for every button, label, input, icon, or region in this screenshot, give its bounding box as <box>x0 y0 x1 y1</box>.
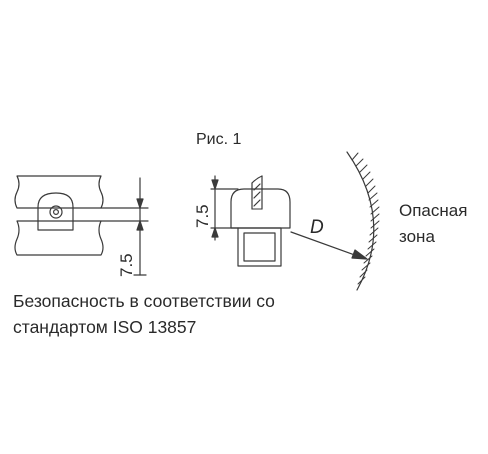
arc-hatching <box>351 152 380 285</box>
danger-zone-label-line2: зона <box>399 227 435 246</box>
roller-hub <box>52 209 59 216</box>
lower-belt-band <box>14 220 104 256</box>
danger-zone-boundary <box>346 151 380 291</box>
arrowhead-icon <box>351 249 368 260</box>
roller-profile <box>37 192 74 231</box>
upper-belt-band <box>14 175 104 209</box>
figure-title: Рис. 1 <box>196 131 242 148</box>
caption-line1: Безопасность в соответствии со <box>13 291 275 311</box>
square-block-inner <box>243 232 276 262</box>
distance-d-arrow <box>290 231 368 260</box>
distance-d-label: D <box>310 217 324 238</box>
dimension-arrow-bottom <box>211 227 219 238</box>
left-dimension-label: 7.5 <box>117 253 136 277</box>
roller-outer-ring <box>49 205 63 219</box>
left-belt-view <box>14 175 149 256</box>
middle-part-view <box>210 175 291 267</box>
left-dimension <box>133 177 147 276</box>
dimension-arrow-top <box>211 179 219 190</box>
caption-line2: стандартом ISO 13857 <box>13 317 197 337</box>
dimension-arrow-down <box>136 198 144 209</box>
danger-zone-label-line1: Опасная <box>399 201 468 220</box>
middle-dimension <box>211 175 219 241</box>
square-block-outer <box>237 227 282 267</box>
upper-housing <box>230 188 291 229</box>
danger-zone-arc <box>346 151 375 291</box>
middle-dimension-label: 7.5 <box>193 204 212 228</box>
dimension-arrow-up <box>136 220 144 231</box>
